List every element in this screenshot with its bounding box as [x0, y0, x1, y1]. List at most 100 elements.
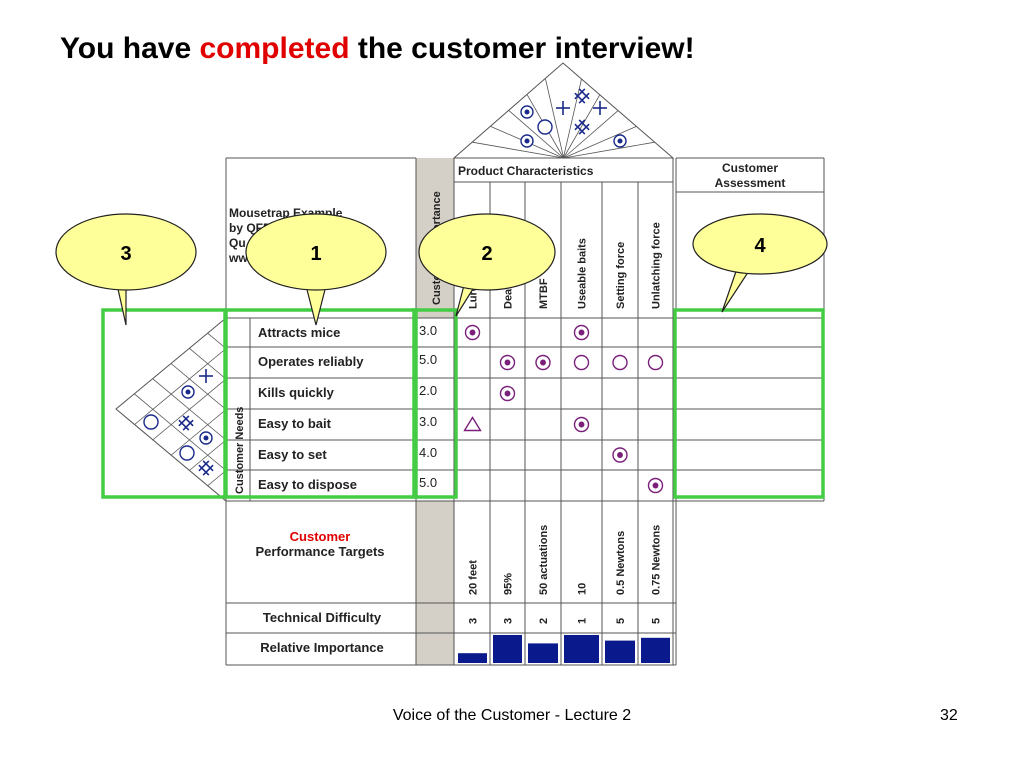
left-lattice-line: [207, 332, 227, 349]
technical-difficulty-value: 3: [468, 618, 480, 624]
roof-lattice-line: [562, 78, 582, 159]
callout-join: [744, 252, 758, 260]
importance-value: 5.0: [419, 475, 437, 490]
double-cross-icon: [574, 88, 590, 104]
characteristic-label: Setting force: [615, 242, 627, 309]
technical-difficulty-value: 5: [651, 618, 663, 624]
roof-lattice-line: [472, 141, 564, 159]
weak-relationship-icon: [463, 416, 482, 432]
customer-need-label: Easy to bait: [258, 416, 332, 431]
callout-bubble: [692, 213, 828, 275]
roof-lattice-line: [545, 78, 565, 159]
needs-correlation-roof: [115, 316, 227, 503]
callout-label: 1: [310, 243, 321, 265]
roof-lattice-line: [508, 110, 564, 159]
importance-value: 5.0: [419, 352, 437, 367]
callout-label: 2: [481, 243, 492, 265]
customer-need-label: Operates reliably: [258, 354, 364, 369]
targets-label: Performance Targets: [255, 544, 384, 559]
callout-label: 4: [754, 235, 766, 257]
relative-importance-bars: [458, 635, 670, 663]
roof-lattice-line: [563, 94, 601, 159]
highlight-box: [412, 308, 458, 499]
customer-need-label: Easy to set: [258, 447, 327, 462]
callout-join: [114, 260, 124, 268]
filled-circle-dot: [524, 138, 530, 144]
filled-circle-dot: [652, 482, 659, 489]
open-circle-icon: [143, 414, 159, 430]
slide-title: You have completed the customer intervie…: [60, 32, 695, 66]
left-lattice-line: [189, 348, 227, 380]
correlation-roof: [452, 62, 675, 159]
roof-lattice-line: [563, 110, 619, 159]
filled-circle-dot: [504, 390, 511, 397]
footer-text: Voice of the Customer - Lecture 2: [392, 707, 632, 724]
customer-need-label: Easy to dispose: [258, 477, 357, 492]
filled-circle-dot: [617, 452, 623, 458]
performance-target: 95%: [503, 573, 515, 595]
slide-number: 32: [940, 707, 958, 724]
title-after: the customer interview!: [349, 32, 695, 65]
technical-difficulty-value: 3: [503, 618, 515, 624]
technical-difficulty-value: 5: [615, 618, 627, 624]
filled-circle-dot: [578, 421, 585, 428]
callout-3: 3: [55, 213, 197, 326]
callout-join: [302, 260, 330, 268]
left-roof-outline: [115, 316, 227, 503]
filled-circle-dot: [504, 359, 511, 366]
relative-importance-bar: [641, 637, 670, 663]
double-cross-icon: [198, 460, 214, 476]
filled-circle-dot: [185, 389, 191, 395]
performance-target: 0.5 Newtons: [615, 531, 627, 595]
characteristic-label: Unlatching force: [651, 222, 663, 309]
left-lattice-line: [152, 378, 227, 441]
product-characteristics-header: Product Characteristics: [458, 164, 594, 178]
left-lattice-line: [207, 470, 227, 487]
filled-circle-dot: [540, 359, 546, 366]
callout-2: 2: [418, 213, 556, 317]
open-circle-icon: [573, 354, 590, 371]
open-circle-icon: [647, 354, 664, 371]
callout-bubble: [55, 213, 197, 291]
filled-circle-dot: [578, 329, 585, 336]
title-before: You have: [60, 32, 200, 65]
highlight-boxes: [101, 308, 825, 499]
left-lattice-line: [170, 409, 227, 456]
example-title-line: Qu: [229, 236, 246, 250]
customer-assessment-header: Customer: [722, 161, 778, 175]
left-lattice-line: [134, 393, 227, 471]
customer-needs-label: Customer Needs: [234, 407, 246, 494]
filled-circle-dot: [469, 329, 476, 336]
technical-difficulty-value: 1: [577, 618, 589, 624]
open-circle-icon: [537, 119, 553, 135]
relative-importance-bar: [458, 653, 487, 663]
importance-value: 3.0: [419, 414, 437, 429]
roof-lattice-line: [563, 126, 637, 159]
importance-value: 3.0: [419, 323, 437, 338]
technical-difficulty-value: 2: [538, 618, 550, 624]
double-cross-icon: [178, 415, 194, 431]
performance-target: 0.75 Newtons: [651, 525, 663, 595]
relationship-matrix: [463, 324, 664, 494]
callout-4: 4: [692, 213, 828, 313]
left-lattice-line: [134, 348, 227, 426]
relative-importance-bar: [564, 635, 599, 663]
open-circle-icon: [612, 354, 628, 371]
double-cross-icon: [574, 119, 590, 135]
roof-lattice-line: [563, 141, 655, 159]
relative-importance-bar: [605, 640, 635, 663]
characteristic-label: Useable baits: [577, 238, 589, 309]
callout-join: [472, 260, 488, 268]
highlight-box: [673, 308, 825, 499]
relative-importance-bar: [528, 643, 558, 663]
filled-circle-dot: [203, 435, 209, 441]
highlight-box: [224, 308, 418, 499]
callout-bubble: [418, 213, 556, 291]
performance-target: 20 feet: [468, 560, 480, 595]
callout-1: 1: [245, 213, 387, 326]
title-accent: completed: [199, 32, 350, 65]
customer-need-label: Attracts mice: [258, 325, 340, 340]
targets-label-accent: Customer: [290, 529, 351, 544]
